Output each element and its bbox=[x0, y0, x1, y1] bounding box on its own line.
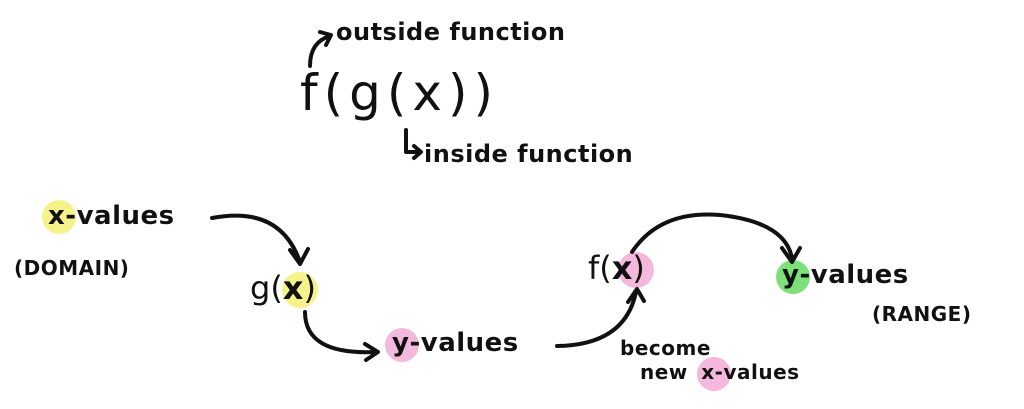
y-to-f-arrow-icon bbox=[555, 290, 638, 348]
outside-function-label: outside function bbox=[336, 18, 566, 46]
inside-function-label: inside function bbox=[424, 140, 634, 168]
x-char: x bbox=[48, 201, 66, 231]
final-y-highlight bbox=[776, 260, 810, 294]
x-values-label: x-values bbox=[48, 203, 175, 229]
become-label: become bbox=[620, 336, 711, 360]
x-values-highlight bbox=[42, 200, 76, 234]
f-to-y-arrow-icon bbox=[630, 212, 794, 260]
y-char: y bbox=[392, 328, 410, 358]
intermediate-y-values-label: y-values bbox=[392, 330, 519, 356]
g-to-y-arrow-icon bbox=[303, 310, 377, 355]
new-x-rest: -values bbox=[714, 360, 800, 384]
new-x-values-label: new x-values bbox=[640, 362, 800, 382]
y-values-rest: -values bbox=[409, 328, 519, 358]
x-to-g-arrow-icon bbox=[210, 213, 302, 264]
intermediate-y-highlight bbox=[385, 328, 419, 362]
f-x-node: f(x) bbox=[588, 252, 645, 284]
new-prefix: new bbox=[640, 360, 696, 384]
inside-arrow-icon bbox=[404, 128, 422, 154]
f-x-highlight bbox=[618, 252, 654, 288]
new-x-char: x bbox=[701, 360, 715, 384]
f-var: x bbox=[611, 249, 633, 287]
g-func: g( bbox=[250, 269, 283, 307]
f-func: f( bbox=[588, 249, 612, 287]
range-label: (RANGE) bbox=[872, 302, 972, 326]
domain-label: (DOMAIN) bbox=[14, 256, 130, 280]
g-x-highlight bbox=[282, 272, 318, 308]
g-var: x bbox=[282, 269, 304, 307]
composition-expression: f(g(x)) bbox=[300, 64, 499, 122]
x-values-rest: -values bbox=[65, 201, 175, 231]
g-x-node: g(x) bbox=[250, 272, 316, 304]
final-y-char: y bbox=[782, 260, 800, 290]
f-close: ) bbox=[632, 249, 645, 287]
new-x-highlight bbox=[697, 357, 731, 391]
final-y-rest: -values bbox=[799, 260, 909, 290]
final-y-values-label: y-values bbox=[782, 262, 909, 288]
g-close: ) bbox=[303, 269, 316, 307]
outside-arrow-icon bbox=[308, 34, 332, 68]
